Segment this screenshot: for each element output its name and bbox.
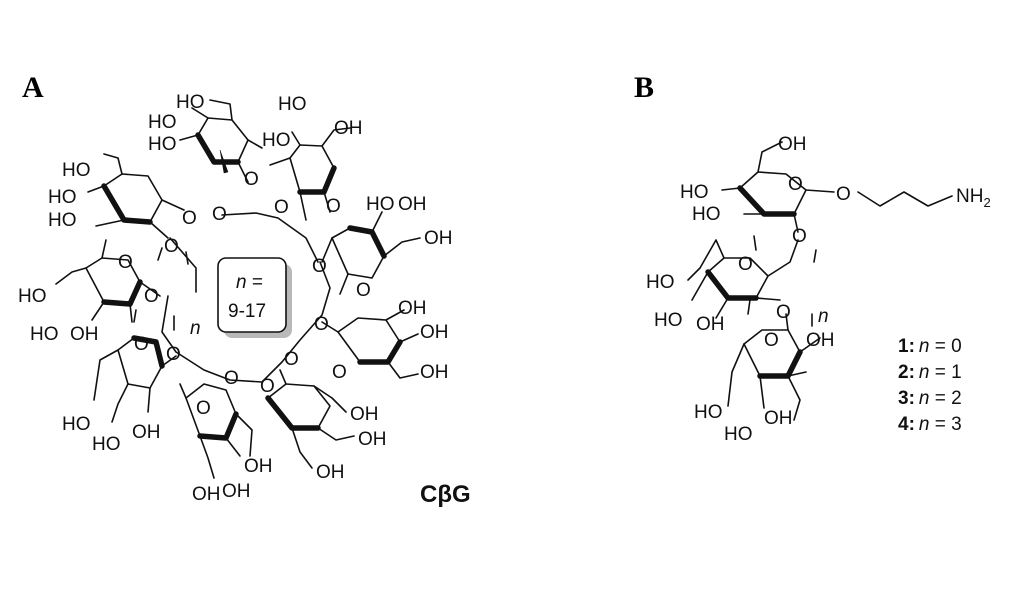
panel-b-hydroxyls: OH HO HO HO HO OH OH HO HO OH (646, 134, 835, 445)
svg-text:O: O (738, 254, 753, 275)
panel-a-hydroxyls: HO HO HO HO HO HO HO HO OH HO HO OH OH O… (18, 92, 453, 505)
svg-text:OH: OH (696, 314, 725, 335)
legend-entry-4: 4:n = 3 (898, 414, 962, 435)
svg-text:O: O (312, 256, 327, 277)
svg-text:O: O (764, 330, 779, 351)
legend-entry-1: 1:n = 0 (898, 336, 962, 357)
svg-text:OH: OH (350, 404, 379, 425)
svg-text:OH: OH (222, 481, 251, 502)
svg-text:O: O (314, 314, 329, 335)
svg-text:HO: HO (262, 130, 291, 151)
panel-b-letter: B (634, 71, 654, 104)
svg-text:O: O (134, 334, 149, 355)
svg-text:O: O (274, 197, 289, 218)
legend-entry-3: 3:n = 2 (898, 388, 962, 409)
glucose-ring-a1 (179, 99, 263, 183)
svg-text:HO: HO (176, 92, 205, 113)
svg-text:HO: HO (366, 194, 395, 215)
svg-text:OH: OH (420, 362, 449, 383)
panel-b-oxygens: O O O O O O (738, 174, 851, 351)
repeat-bracket-upper (157, 247, 189, 265)
svg-text:O: O (244, 169, 259, 190)
amine-label: NH2 (956, 186, 991, 210)
svg-text:HO: HO (654, 310, 683, 331)
svg-text:OH: OH (70, 324, 99, 345)
svg-text:HO: HO (724, 424, 753, 445)
svg-text:HO: HO (62, 160, 91, 181)
svg-text:OH: OH (358, 429, 387, 450)
svg-text:O: O (260, 376, 275, 397)
svg-text:O: O (776, 302, 791, 323)
compound-name-cbg: CβG (420, 481, 471, 508)
svg-text:HO: HO (48, 187, 77, 208)
repeat-bracket-lower (133, 309, 175, 331)
svg-text:HO: HO (92, 434, 121, 455)
svg-text:O: O (224, 368, 239, 389)
callout-n-eq: n = (236, 272, 263, 293)
svg-text:OH: OH (806, 330, 835, 351)
svg-text:HO: HO (18, 286, 47, 307)
panel-a-ring-oxygens: O O O O O O O O O O O O O O O O O O (118, 169, 371, 419)
glucose-ring-b2 (687, 235, 817, 327)
svg-text:O: O (836, 184, 851, 205)
svg-text:OH: OH (316, 462, 345, 483)
svg-text:HO: HO (278, 94, 307, 115)
svg-text:O: O (792, 226, 807, 247)
svg-text:O: O (144, 286, 159, 307)
svg-text:OH: OH (334, 118, 363, 139)
svg-text:HO: HO (48, 210, 77, 231)
glucose-ring-b3 (727, 313, 821, 421)
svg-text:OH: OH (764, 408, 793, 429)
panel-a-bracket-n: n (190, 318, 201, 339)
svg-text:O: O (164, 236, 179, 257)
svg-text:HO: HO (148, 112, 177, 133)
panel-a: A (18, 71, 471, 508)
glucose-ring-a4 (321, 309, 419, 379)
repeat-callout: n = 9-17 (217, 257, 292, 338)
svg-text:O: O (118, 252, 133, 273)
svg-text:OH: OH (398, 194, 427, 215)
svg-text:O: O (356, 280, 371, 301)
svg-text:OH: OH (132, 422, 161, 443)
glucose-ring-a6 (179, 383, 253, 479)
aminopropyl-linker (857, 191, 953, 207)
glucose-ring-a5 (265, 369, 355, 469)
svg-text:HO: HO (30, 324, 59, 345)
svg-text:O: O (326, 196, 341, 217)
svg-text:OH: OH (778, 134, 807, 155)
svg-text:HO: HO (148, 134, 177, 155)
svg-text:HO: HO (680, 182, 709, 203)
cyclic-backbone (161, 212, 331, 383)
svg-text:HO: HO (62, 414, 91, 435)
svg-text:O: O (212, 204, 227, 225)
svg-text:HO: HO (646, 272, 675, 293)
svg-text:OH: OH (192, 484, 221, 505)
panel-b: B O O O O O O (634, 71, 991, 445)
panel-b-bracket-n: n (818, 306, 829, 327)
glucose-ring-a7 (93, 335, 177, 423)
svg-text:OH: OH (244, 456, 273, 477)
glucose-ring-b1 (721, 141, 953, 233)
svg-text:OH: OH (420, 322, 449, 343)
svg-text:O: O (284, 349, 299, 370)
panel-a-letter: A (22, 71, 44, 104)
svg-text:OH: OH (424, 228, 453, 249)
svg-text:O: O (196, 398, 211, 419)
glucose-ring-a2 (269, 127, 351, 221)
legend-entry-2: 2:n = 1 (898, 362, 962, 383)
compound-legend: 1:n = 0 2:n = 1 3:n = 2 4:n = 3 (898, 336, 962, 435)
glucose-ring-a9 (87, 153, 185, 239)
svg-text:O: O (332, 362, 347, 383)
svg-text:HO: HO (692, 204, 721, 225)
svg-text:O: O (166, 344, 181, 365)
svg-text:O: O (182, 208, 197, 229)
svg-text:O: O (788, 174, 803, 195)
glucose-ring-a8 (55, 239, 161, 323)
svg-text:OH: OH (398, 298, 427, 319)
glucose-ring-a3 (321, 211, 421, 295)
svg-text:HO: HO (694, 402, 723, 423)
callout-range: 9-17 (228, 301, 266, 322)
